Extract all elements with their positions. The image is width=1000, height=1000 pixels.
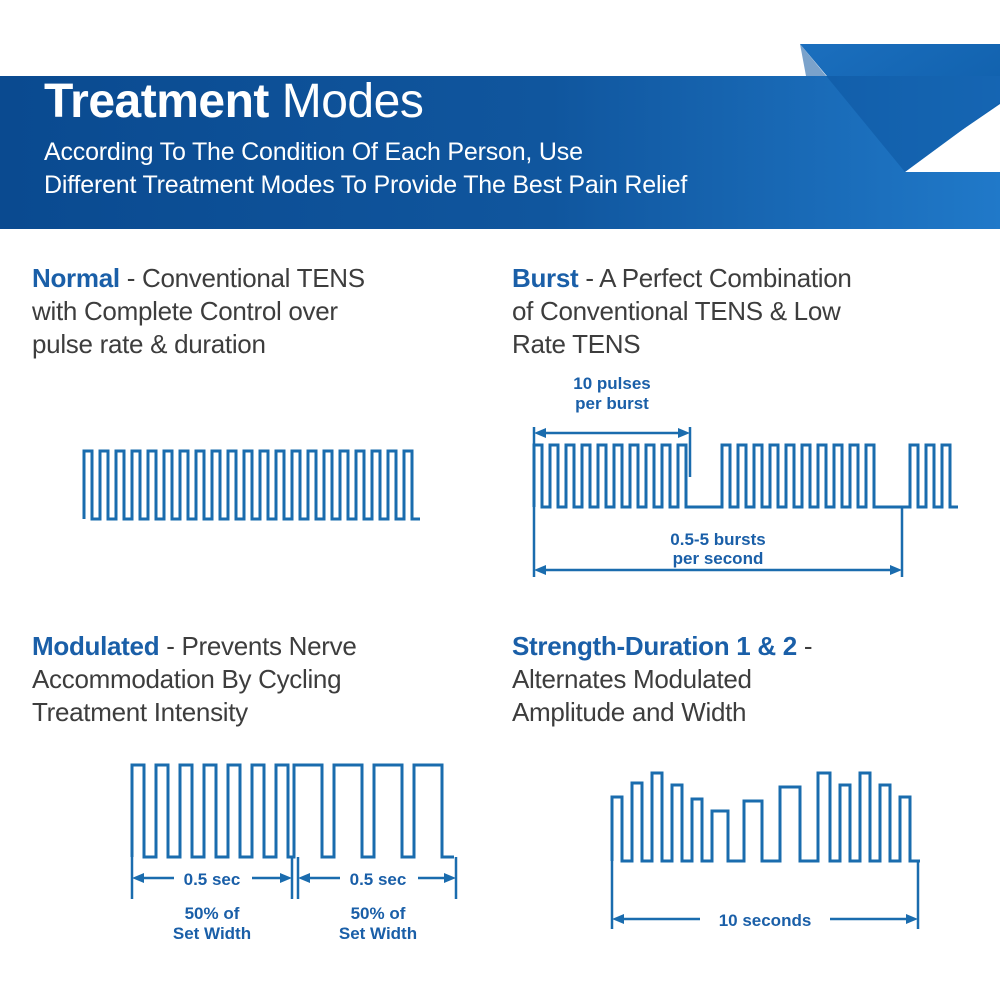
page-title: Treatment Modes xyxy=(44,74,924,130)
mode-burst-desc-line1: - A Perfect Combination xyxy=(578,263,852,293)
modulated-left-pct-line2: Set Width xyxy=(173,924,251,943)
mode-normal-desc-line3: pulse rate & duration xyxy=(32,329,266,359)
strength-duration-label: 10 seconds xyxy=(719,911,812,930)
modulated-right-time-label: 0.5 sec xyxy=(350,870,407,889)
mode-strength-name: Strength-Duration 1 & 2 xyxy=(512,631,797,661)
waveform-normal xyxy=(32,399,502,529)
banner-subtitle-line1: According To The Condition Of Each Perso… xyxy=(44,138,583,166)
mode-strength-desc-line2: Alternates Modulated xyxy=(512,664,752,694)
modulated-left-pct-line1: 50% of xyxy=(185,904,240,923)
mode-strength-desc-line3: Amplitude and Width xyxy=(512,697,747,727)
mode-strength-heading: Strength-Duration 1 & 2 - Alternates Mod… xyxy=(512,630,990,729)
mode-modulated-desc-line2: Accommodation By Cycling xyxy=(32,664,342,694)
modulated-right-pct-line1: 50% of xyxy=(351,904,406,923)
mode-normal-heading: Normal - Conventional TENS with Complete… xyxy=(32,262,502,361)
modulated-left-time-label: 0.5 sec xyxy=(184,870,241,889)
mode-modulated-desc-line3: Treatment Intensity xyxy=(32,697,248,727)
mode-modulated-heading: Modulated - Prevents Nerve Accommodation… xyxy=(32,630,502,729)
mode-card-modulated: Modulated - Prevents Nerve Accommodation… xyxy=(32,630,502,957)
mode-burst-desc-line2: of Conventional TENS & Low xyxy=(512,296,841,326)
waveform-burst: 10 pulses per burst xyxy=(512,367,990,617)
burst-bottom-measure-arrow xyxy=(532,507,904,577)
waveform-strength-duration: 10 seconds xyxy=(600,751,990,951)
banner-text-block: Treatment Modes According To The Conditi… xyxy=(44,74,924,202)
page-title-light: Modes xyxy=(281,75,424,128)
mode-normal-name: Normal xyxy=(32,263,120,293)
page-title-bold: Treatment xyxy=(44,75,269,128)
mode-card-burst: Burst - A Perfect Combination of Convent… xyxy=(512,262,990,617)
banner-shape xyxy=(0,44,1000,229)
burst-top-label-line1: 10 pulses xyxy=(573,374,651,393)
mode-normal-desc-line1: - Conventional TENS xyxy=(119,263,365,293)
mode-card-normal: Normal - Conventional TENS with Complete… xyxy=(32,262,502,529)
mode-modulated-desc-line1: - Prevents Nerve xyxy=(159,631,357,661)
mode-modulated-name: Modulated xyxy=(32,631,160,661)
burst-bottom-label-line1: 0.5-5 bursts xyxy=(670,530,765,549)
mode-normal-desc-line2: with Complete Control over xyxy=(32,296,338,326)
modulated-right-pct-line2: Set Width xyxy=(339,924,417,943)
mode-burst-name: Burst xyxy=(512,263,579,293)
header-banner: Treatment Modes According To The Conditi… xyxy=(0,44,1000,239)
banner-subtitle-line2: Different Treatment Modes To Provide The… xyxy=(44,171,688,199)
burst-top-label-line2: per burst xyxy=(575,394,649,413)
mode-card-strength-duration: Strength-Duration 1 & 2 - Alternates Mod… xyxy=(512,630,990,951)
mode-burst-heading: Burst - A Perfect Combination of Convent… xyxy=(512,262,990,361)
waveform-modulated: 0.5 sec 0.5 sec 50% of Set Width 50% of … xyxy=(94,747,502,957)
mode-strength-desc-line1: - xyxy=(796,631,813,661)
mode-burst-desc-line3: Rate TENS xyxy=(512,329,641,359)
burst-bottom-label-line2: per second xyxy=(673,549,764,568)
